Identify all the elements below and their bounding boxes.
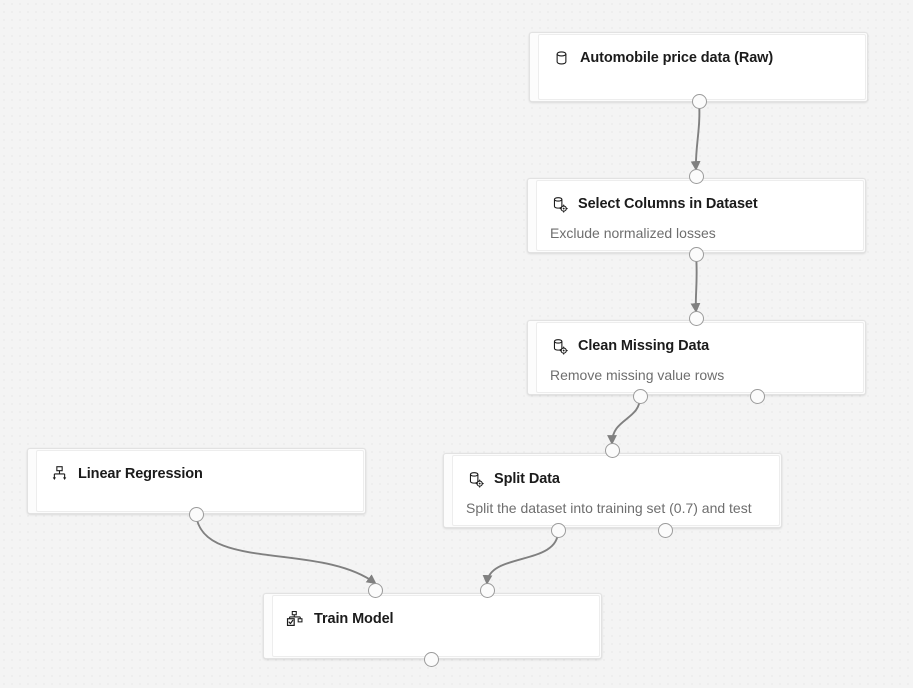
input-port-split-data-0[interactable] (604, 442, 620, 458)
node-header: Clean Missing Data (537, 323, 863, 356)
algorithm-tree-icon (52, 466, 67, 481)
node-select-columns-in-dataset[interactable]: Select Columns in Dataset Exclude normal… (527, 178, 866, 253)
output-port-clean-missing-data-0[interactable] (632, 388, 648, 404)
edge-automobile-price-data-raw-to-select-columns-in-dataset[interactable] (690, 100, 701, 171)
dataset-settings-icon (553, 339, 568, 355)
node-header: Automobile price data (Raw) (539, 35, 865, 68)
dataset-settings-icon (553, 197, 568, 213)
node-body: Clean Missing Data Remove missing value … (536, 322, 864, 393)
train-model-icon (286, 610, 303, 626)
edge-split-data-to-train-model[interactable] (482, 529, 559, 585)
node-title: Linear Regression (78, 466, 203, 482)
node-header: Select Columns in Dataset (537, 181, 863, 214)
node-automobile-price-data-raw[interactable]: Automobile price data (Raw) (529, 32, 868, 102)
output-port-train-model-0[interactable] (423, 651, 439, 667)
node-clean-missing-data[interactable]: Clean Missing Data Remove missing value … (527, 320, 866, 395)
node-body: Split Data Split the dataset into traini… (452, 455, 780, 526)
dataset-icon (556, 51, 567, 65)
output-port-clean-missing-data-1[interactable] (749, 388, 765, 404)
node-subtitle: Exclude normalized losses (550, 225, 716, 241)
output-port-select-columns-in-dataset-0[interactable] (688, 246, 704, 262)
edge-select-columns-in-dataset-to-clean-missing-data[interactable] (690, 253, 701, 313)
node-subtitle: Split the dataset into training set (0.7… (466, 500, 752, 516)
node-train-model[interactable]: Train Model (263, 593, 602, 659)
node-title: Clean Missing Data (578, 338, 710, 354)
node-body: Automobile price data (Raw) (538, 34, 866, 100)
input-port-train-model-1[interactable] (479, 582, 495, 598)
edge-clean-missing-data-to-split-data[interactable] (607, 395, 641, 445)
node-header: Split Data (453, 456, 779, 489)
node-title: Automobile price data (Raw) (580, 50, 774, 66)
output-port-automobile-price-data-raw-0[interactable] (691, 93, 707, 109)
node-split-data[interactable]: Split Data Split the dataset into traini… (443, 453, 782, 528)
input-port-select-columns-in-dataset-0[interactable] (688, 168, 704, 184)
node-title: Split Data (494, 471, 560, 487)
input-port-clean-missing-data-0[interactable] (688, 310, 704, 326)
node-body: Select Columns in Dataset Exclude normal… (536, 180, 864, 251)
node-title: Select Columns in Dataset (578, 196, 758, 212)
node-header: Train Model (273, 596, 599, 629)
edge-linear-regression-to-train-model[interactable] (195, 513, 377, 585)
output-port-linear-regression-0[interactable] (188, 506, 204, 522)
node-title: Train Model (314, 611, 394, 627)
input-port-train-model-0[interactable] (367, 582, 383, 598)
output-port-split-data-1[interactable] (657, 522, 673, 538)
node-header: Linear Regression (37, 451, 363, 484)
node-body: Linear Regression (36, 450, 364, 512)
node-body: Train Model (272, 595, 600, 657)
dataset-settings-icon (469, 472, 484, 488)
output-port-split-data-0[interactable] (550, 522, 566, 538)
node-subtitle: Remove missing value rows (550, 367, 725, 383)
node-linear-regression[interactable]: Linear Regression (27, 448, 366, 514)
